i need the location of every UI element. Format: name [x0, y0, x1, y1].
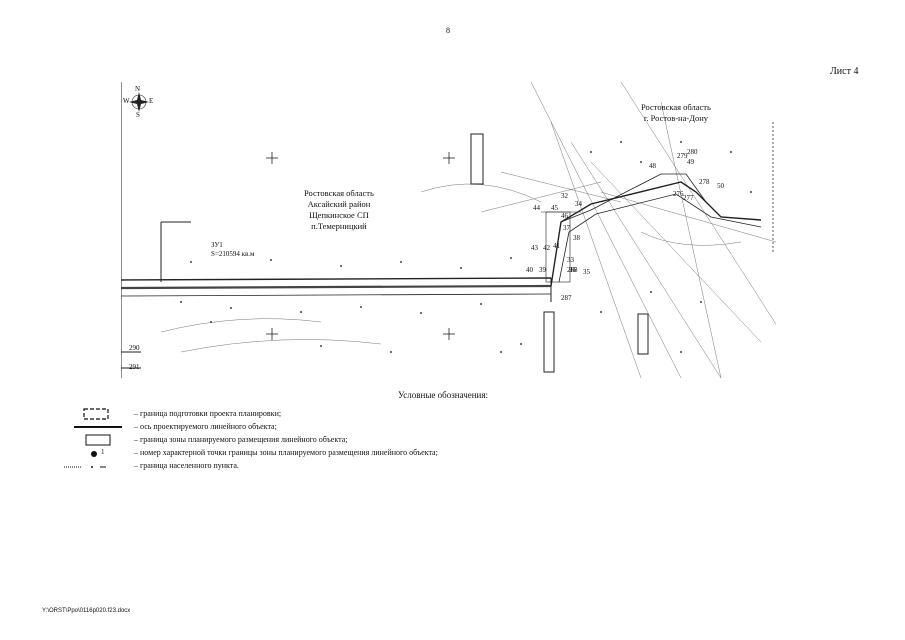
- point-number: 280: [687, 148, 698, 156]
- dashed-rectangle-icon: [83, 408, 109, 420]
- legend-item: – граница населенного пункта.: [62, 460, 582, 473]
- survey-marks: [180, 141, 752, 353]
- linear-object-corridor: [121, 173, 762, 302]
- point-marker-label: 1: [101, 448, 105, 456]
- survey-posts: [121, 133, 649, 373]
- point-number: 34: [575, 200, 582, 208]
- compass-east-label: E: [149, 97, 154, 105]
- point-number: 39: [539, 266, 546, 274]
- solid-rectangle-icon: [85, 434, 111, 446]
- grid-crosses: [266, 152, 455, 340]
- point-number: 37: [563, 224, 570, 232]
- parcel-area-label: S=210594 кв.м: [211, 250, 255, 258]
- point-number: 288: [567, 266, 578, 274]
- compass-rose-icon: [129, 92, 149, 112]
- point-number: 35: [583, 268, 590, 276]
- legend-item: – граница зоны планируемого размещения л…: [62, 434, 582, 447]
- thick-line-icon: [74, 426, 122, 428]
- point-number: 279: [677, 152, 688, 160]
- compass-north-label: N: [135, 85, 141, 93]
- point-number: 45: [551, 204, 558, 212]
- point-number: 42: [543, 244, 550, 252]
- region-label-aksay: Ростовская область Аксайский район Щепки…: [304, 188, 374, 231]
- point-number: 32: [561, 192, 568, 200]
- map-linework: [121, 82, 776, 378]
- legend-title: Условные обозначения:: [398, 390, 489, 400]
- point-number: 41: [553, 242, 560, 250]
- point-number: 277: [683, 194, 694, 202]
- numbered-point-icon: [91, 451, 97, 457]
- point-number: 36: [569, 266, 576, 274]
- page-number: 8: [446, 26, 450, 35]
- map-drawing: Ростовская область г. Ростов-на-Дону Рос…: [121, 82, 776, 378]
- point-number: 50: [717, 182, 724, 190]
- point-number: 276: [673, 190, 684, 198]
- point-number: 290: [129, 344, 140, 352]
- compass-west-label: W: [123, 97, 130, 105]
- point-number: 287: [561, 294, 572, 302]
- legend-item: – ось проектируемого линейного объекта;: [62, 421, 582, 434]
- legend-item: – граница подготовки проекта планировки;: [62, 408, 582, 421]
- point-number: 48: [649, 162, 656, 170]
- point-number: 40: [526, 266, 533, 274]
- point-number: 38: [573, 234, 580, 242]
- legend-item: 1 – номер характерной точки границы зоны…: [62, 447, 582, 460]
- settlement-boundary-icon: [64, 466, 106, 468]
- region-label-rostov: Ростовская область г. Ростов-на-Дону: [641, 102, 711, 123]
- parcel-code-label: ЗУ1: [211, 241, 223, 249]
- point-number: 291: [129, 363, 140, 371]
- point-number: 49: [687, 158, 694, 166]
- point-number: 33: [567, 256, 574, 264]
- road-lines: [160, 82, 776, 378]
- footer-file-path: Y:\ORST\Ppo\0116p020.f23.docx: [42, 608, 131, 614]
- sheet-label: Лист 4: [830, 66, 859, 77]
- point-number: 44: [533, 204, 540, 212]
- point-number: 43: [531, 244, 538, 252]
- point-number: 278: [699, 178, 710, 186]
- compass-south-label: S: [136, 111, 140, 119]
- point-number: 46: [561, 212, 568, 220]
